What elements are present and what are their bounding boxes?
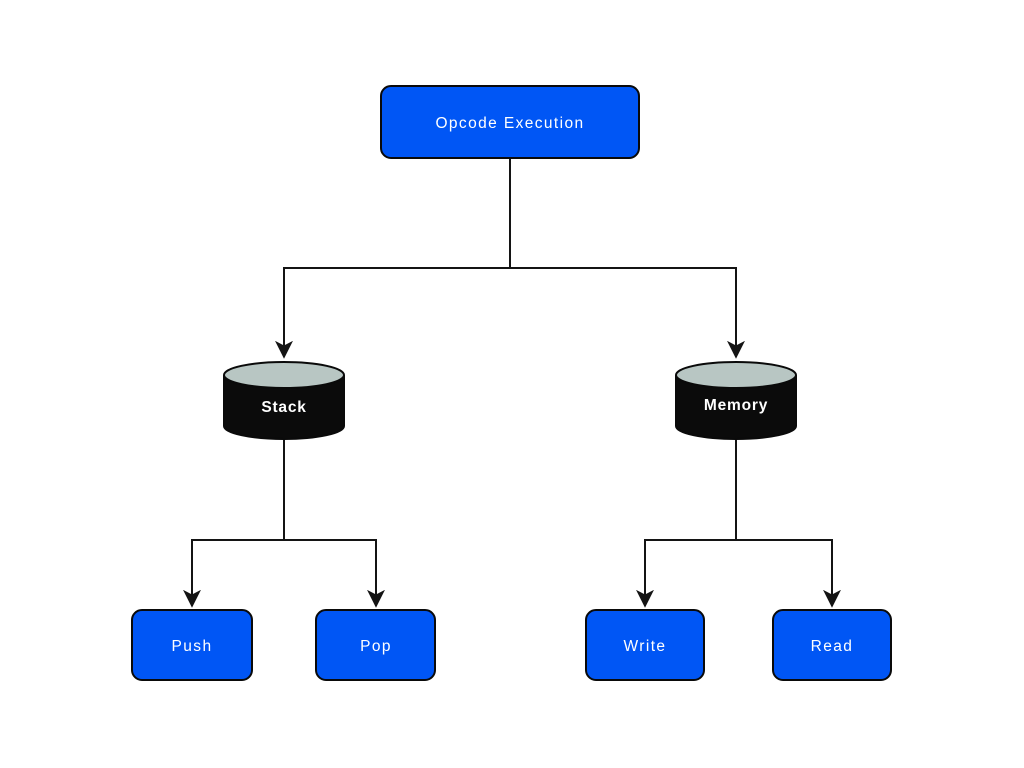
pop-box <box>315 609 436 681</box>
node-read: Read <box>772 609 892 681</box>
edge-stack-to-push <box>183 539 284 608</box>
edge-root-to-memory <box>510 267 745 359</box>
write-box <box>585 609 705 681</box>
push-box <box>131 609 253 681</box>
node-pop: Pop <box>315 609 436 681</box>
stack-cylinder-top <box>223 361 345 389</box>
node-push: Push <box>131 609 253 681</box>
pop-label: Pop <box>360 638 392 655</box>
edge-memory-to-read <box>736 539 841 608</box>
write-label: Write <box>624 638 667 655</box>
opcode-execution-label: Opcode Execution <box>435 115 584 132</box>
edges <box>183 158 841 608</box>
node-memory: Memory <box>675 361 797 440</box>
read-label: Read <box>811 638 854 655</box>
push-label: Push <box>172 638 213 655</box>
memory-cylinder-top <box>675 361 797 389</box>
edge-root-to-stack <box>275 267 510 359</box>
edge-memory-to-write <box>636 539 736 608</box>
memory-label: Memory <box>704 397 768 414</box>
stack-label: Stack <box>261 399 306 416</box>
opcode-execution-box <box>380 85 640 159</box>
read-box <box>772 609 892 681</box>
node-stack: Stack <box>223 361 345 440</box>
edge-stack-to-pop <box>284 539 385 608</box>
node-write: Write <box>585 609 705 681</box>
node-opcode-execution: Opcode Execution <box>380 85 640 159</box>
